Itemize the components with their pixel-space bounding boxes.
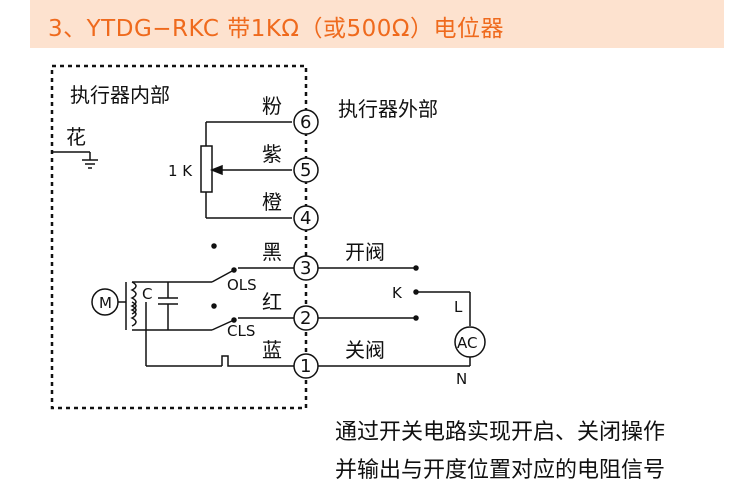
terminal-2-color: 红: [262, 290, 282, 314]
ac-label: AC: [457, 334, 477, 352]
terminal-1: 1 蓝: [262, 338, 319, 379]
l-label: L: [454, 298, 463, 316]
section-header: 3、YTDG−RKC 带1KΩ（或500Ω）电位器: [30, 0, 724, 48]
terminal-3-color: 黑: [262, 240, 282, 264]
actuator-boundary: [50, 64, 308, 410]
ols-switch: [211, 243, 294, 283]
open-valve-label: 开阀: [345, 240, 385, 264]
terminal-5-number: 5: [300, 160, 311, 181]
n-label: N: [456, 370, 467, 388]
terminal-4: 4 橙: [262, 190, 319, 231]
section-title: 3、YTDG−RKC 带1KΩ（或500Ω）电位器: [48, 16, 504, 42]
terminal-5: 5 紫: [262, 142, 319, 183]
ols-label: OLS: [227, 276, 257, 294]
inside-label: 执行器内部: [70, 83, 170, 107]
terminal-3: 3 黑: [262, 240, 319, 281]
close-valve-label: 关阀: [345, 338, 385, 362]
k-label: K: [392, 284, 403, 302]
terminal-1-number: 1: [300, 356, 311, 377]
potentiometer-label: 1 K: [168, 162, 193, 180]
terminal-6-color: 粉: [262, 94, 282, 118]
motor-label: M: [99, 294, 112, 312]
terminal-6: 6 粉: [262, 94, 319, 135]
cls-label: CLS: [227, 322, 255, 340]
terminal-5-color: 紫: [262, 142, 282, 166]
terminal-3-number: 3: [300, 258, 311, 279]
outside-label: 执行器外部: [338, 97, 438, 121]
motor-circuit: [91, 281, 294, 367]
ground-label: 花: [66, 125, 86, 149]
cls-switch: [211, 303, 294, 331]
terminal-4-color: 橙: [262, 190, 282, 214]
capacitor-label: C: [142, 285, 152, 303]
external-wiring: [318, 265, 486, 367]
footer-line-1: 通过开关电路实现开启、关闭操作: [335, 420, 666, 445]
terminal-2-number: 2: [300, 308, 311, 329]
terminal-1-color: 蓝: [262, 338, 282, 362]
footer-line-2: 并输出与开度位置对应的电阻信号: [335, 458, 666, 483]
terminal-4-number: 4: [300, 208, 311, 229]
ground-icon: 花: [52, 125, 98, 169]
terminal-6-number: 6: [300, 112, 311, 133]
terminal-2: 2 红: [262, 290, 319, 331]
potentiometer: [200, 121, 292, 219]
